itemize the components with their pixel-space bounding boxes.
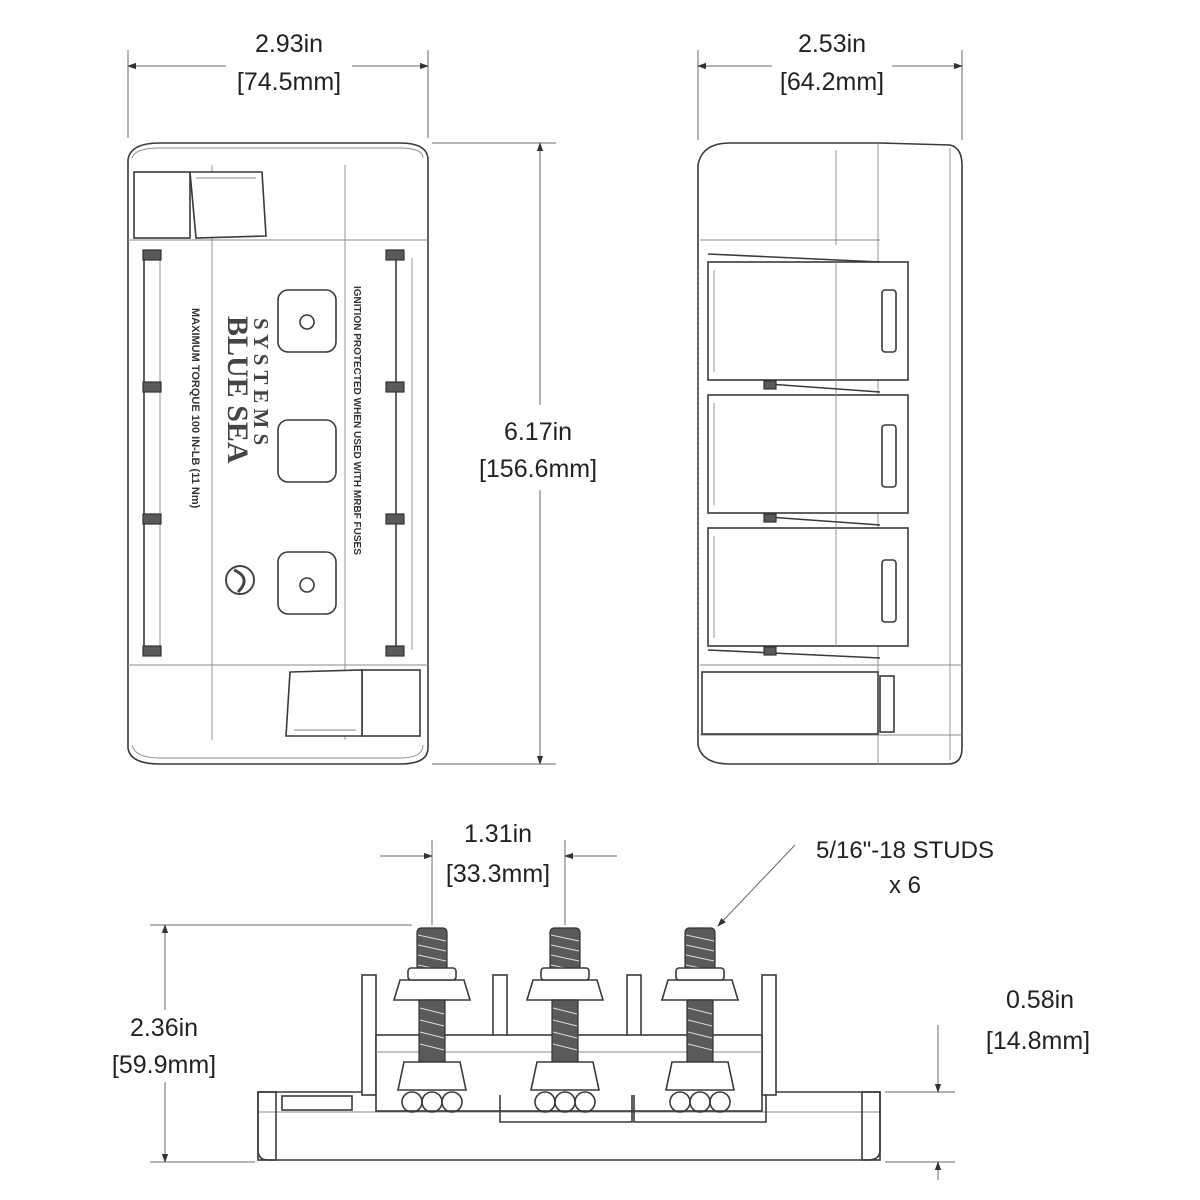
length-mm: [156.6mm] xyxy=(479,455,597,483)
dimension-base-height: 0.58in [14.8mm] xyxy=(885,986,1090,1180)
dimension-stud-spacing: 1.31in [33.3mm] xyxy=(380,820,617,925)
brand-name: BLUE SEA xyxy=(221,316,254,464)
studs-callout-line2: x 6 xyxy=(889,872,921,899)
length-in: 6.17in xyxy=(504,418,572,446)
stud-spacing-mm: [33.3mm] xyxy=(446,860,550,888)
base-height-mm: [14.8mm] xyxy=(986,1027,1090,1055)
front-view xyxy=(257,927,881,1161)
top-width-in: 2.93in xyxy=(255,30,323,58)
side-width-in: 2.53in xyxy=(798,30,866,58)
dimension-side-width: 2.53in [64.2mm] xyxy=(697,30,963,140)
ignition-text: IGNITION PROTECTED WHEN USED WITH MRBF F… xyxy=(351,286,362,555)
height-in: 2.36in xyxy=(130,1014,198,1042)
side-width-mm: [64.2mm] xyxy=(780,68,884,96)
dimension-top-width: 2.93in [74.5mm] xyxy=(127,30,429,138)
studs-callout-line1: 5/16"-18 STUDS xyxy=(816,837,994,864)
side-view xyxy=(697,142,963,765)
dimension-length: 6.17in [156.6mm] xyxy=(432,142,597,765)
brand-systems: S Y S T E M S xyxy=(249,318,273,445)
torque-text: MAXIMUM TORQUE 100 IN-LB (11 Nm) xyxy=(189,308,201,509)
base-height-in: 0.58in xyxy=(1006,986,1074,1014)
dimension-height: 2.36in [59.9mm] xyxy=(112,924,412,1163)
studs-callout: 5/16"-18 STUDS x 6 xyxy=(717,837,994,927)
top-width-mm: [74.5mm] xyxy=(237,68,341,96)
top-view: BLUE SEA S Y S T E M S MAXIMUM TORQUE 10… xyxy=(127,142,429,765)
height-mm: [59.9mm] xyxy=(112,1051,216,1079)
stud-spacing-in: 1.31in xyxy=(464,820,532,848)
